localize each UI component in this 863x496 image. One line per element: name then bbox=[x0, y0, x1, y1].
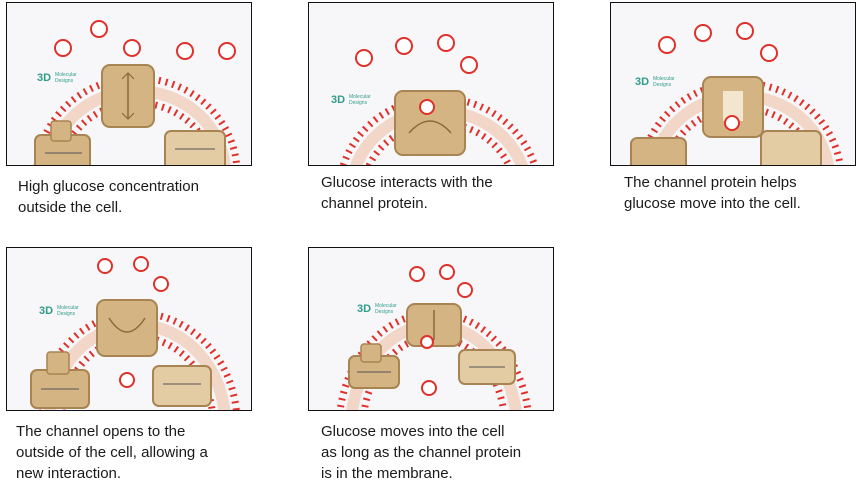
caption-1-line-2: outside the cell. bbox=[18, 199, 123, 216]
caption-2: Glucose interacts with the channel prote… bbox=[321, 172, 571, 214]
logo-mark: 3D bbox=[39, 305, 53, 317]
photo-panel-1: 3D Molecular Designs bbox=[6, 2, 252, 166]
caption-5: Glucose moves into the cell as long as t… bbox=[321, 421, 571, 484]
model-photo-4: 3D Molecular Designs bbox=[30, 256, 240, 410]
logo-line-2: Designs bbox=[349, 100, 368, 106]
caption-4: The channel opens to the outside of the … bbox=[16, 421, 266, 484]
photo-panel-5: 3D Molecular Designs bbox=[308, 247, 554, 411]
glucose-molecules bbox=[658, 22, 778, 62]
logo-line-1: Molecular bbox=[349, 94, 371, 100]
logo-line-1: Molecular bbox=[653, 76, 675, 82]
caption-2-line-2: channel protein. bbox=[321, 195, 428, 212]
logo-mark: 3D bbox=[635, 76, 649, 88]
molecular-designs-logo: 3D Molecular Designs bbox=[331, 94, 371, 106]
channel-protein bbox=[406, 303, 462, 349]
caption-3-line-1: The channel protein helps bbox=[624, 174, 797, 191]
caption-4-line-2: outside of the cell, allowing a bbox=[16, 444, 208, 461]
photo-panel-2: 3D Molecular Designs bbox=[308, 2, 554, 166]
transporter-protein bbox=[34, 120, 226, 165]
glucose-molecules bbox=[54, 20, 236, 60]
caption-5-line-2: as long as the channel protein bbox=[321, 444, 522, 461]
molecular-designs-logo: 3D Molecular Designs bbox=[37, 72, 77, 84]
logo-line-2: Designs bbox=[55, 78, 74, 84]
molecular-designs-logo: 3D Molecular Designs bbox=[39, 305, 79, 317]
logo-mark: 3D bbox=[331, 94, 345, 106]
caption-4-line-1: The channel opens to the bbox=[16, 423, 186, 440]
caption-1: High glucose concentration outside the c… bbox=[18, 176, 268, 218]
glucose-molecules bbox=[409, 264, 473, 396]
model-photo-2: 3D Molecular Designs bbox=[331, 34, 539, 165]
logo-line-2: Designs bbox=[57, 311, 76, 317]
logo-line-1: Molecular bbox=[55, 72, 77, 78]
caption-3: The channel protein helps glucose move i… bbox=[624, 172, 863, 214]
glucose-molecules bbox=[97, 256, 169, 388]
caption-3-line-2: glucose move into the cell. bbox=[624, 195, 801, 212]
photo-panel-3: 3D Molecular Designs bbox=[610, 2, 856, 166]
caption-2-line-1: Glucose interacts with the bbox=[321, 174, 493, 191]
logo-mark: 3D bbox=[357, 303, 371, 315]
channel-protein bbox=[96, 299, 158, 357]
logo-mark: 3D bbox=[37, 72, 51, 84]
molecular-designs-logo: 3D Molecular Designs bbox=[635, 76, 675, 88]
model-photo-3: 3D Molecular Designs bbox=[630, 22, 844, 165]
channel-protein bbox=[394, 90, 466, 156]
caption-5-line-3: is in the membrane. bbox=[321, 465, 453, 482]
molecular-designs-logo: 3D Molecular Designs bbox=[357, 303, 397, 315]
logo-line-2: Designs bbox=[653, 82, 672, 88]
caption-5-line-1: Glucose moves into the cell bbox=[321, 423, 505, 440]
logo-line-1: Molecular bbox=[57, 305, 79, 311]
transporter-protein bbox=[348, 343, 516, 389]
logo-line-1: Molecular bbox=[375, 303, 397, 309]
transporter-protein bbox=[630, 130, 822, 165]
channel-protein bbox=[101, 64, 155, 128]
caption-1-line-1: High glucose concentration bbox=[18, 178, 199, 195]
caption-4-line-3: new interaction. bbox=[16, 465, 122, 482]
model-photo-1: 3D Molecular Designs bbox=[33, 20, 241, 165]
logo-line-2: Designs bbox=[375, 309, 394, 315]
model-photo-5: 3D Molecular Designs bbox=[336, 264, 532, 410]
transporter-protein bbox=[30, 351, 212, 409]
channel-protein bbox=[702, 76, 764, 138]
glucose-molecules bbox=[355, 34, 478, 74]
photo-panel-4: 3D Molecular Designs bbox=[6, 247, 252, 411]
